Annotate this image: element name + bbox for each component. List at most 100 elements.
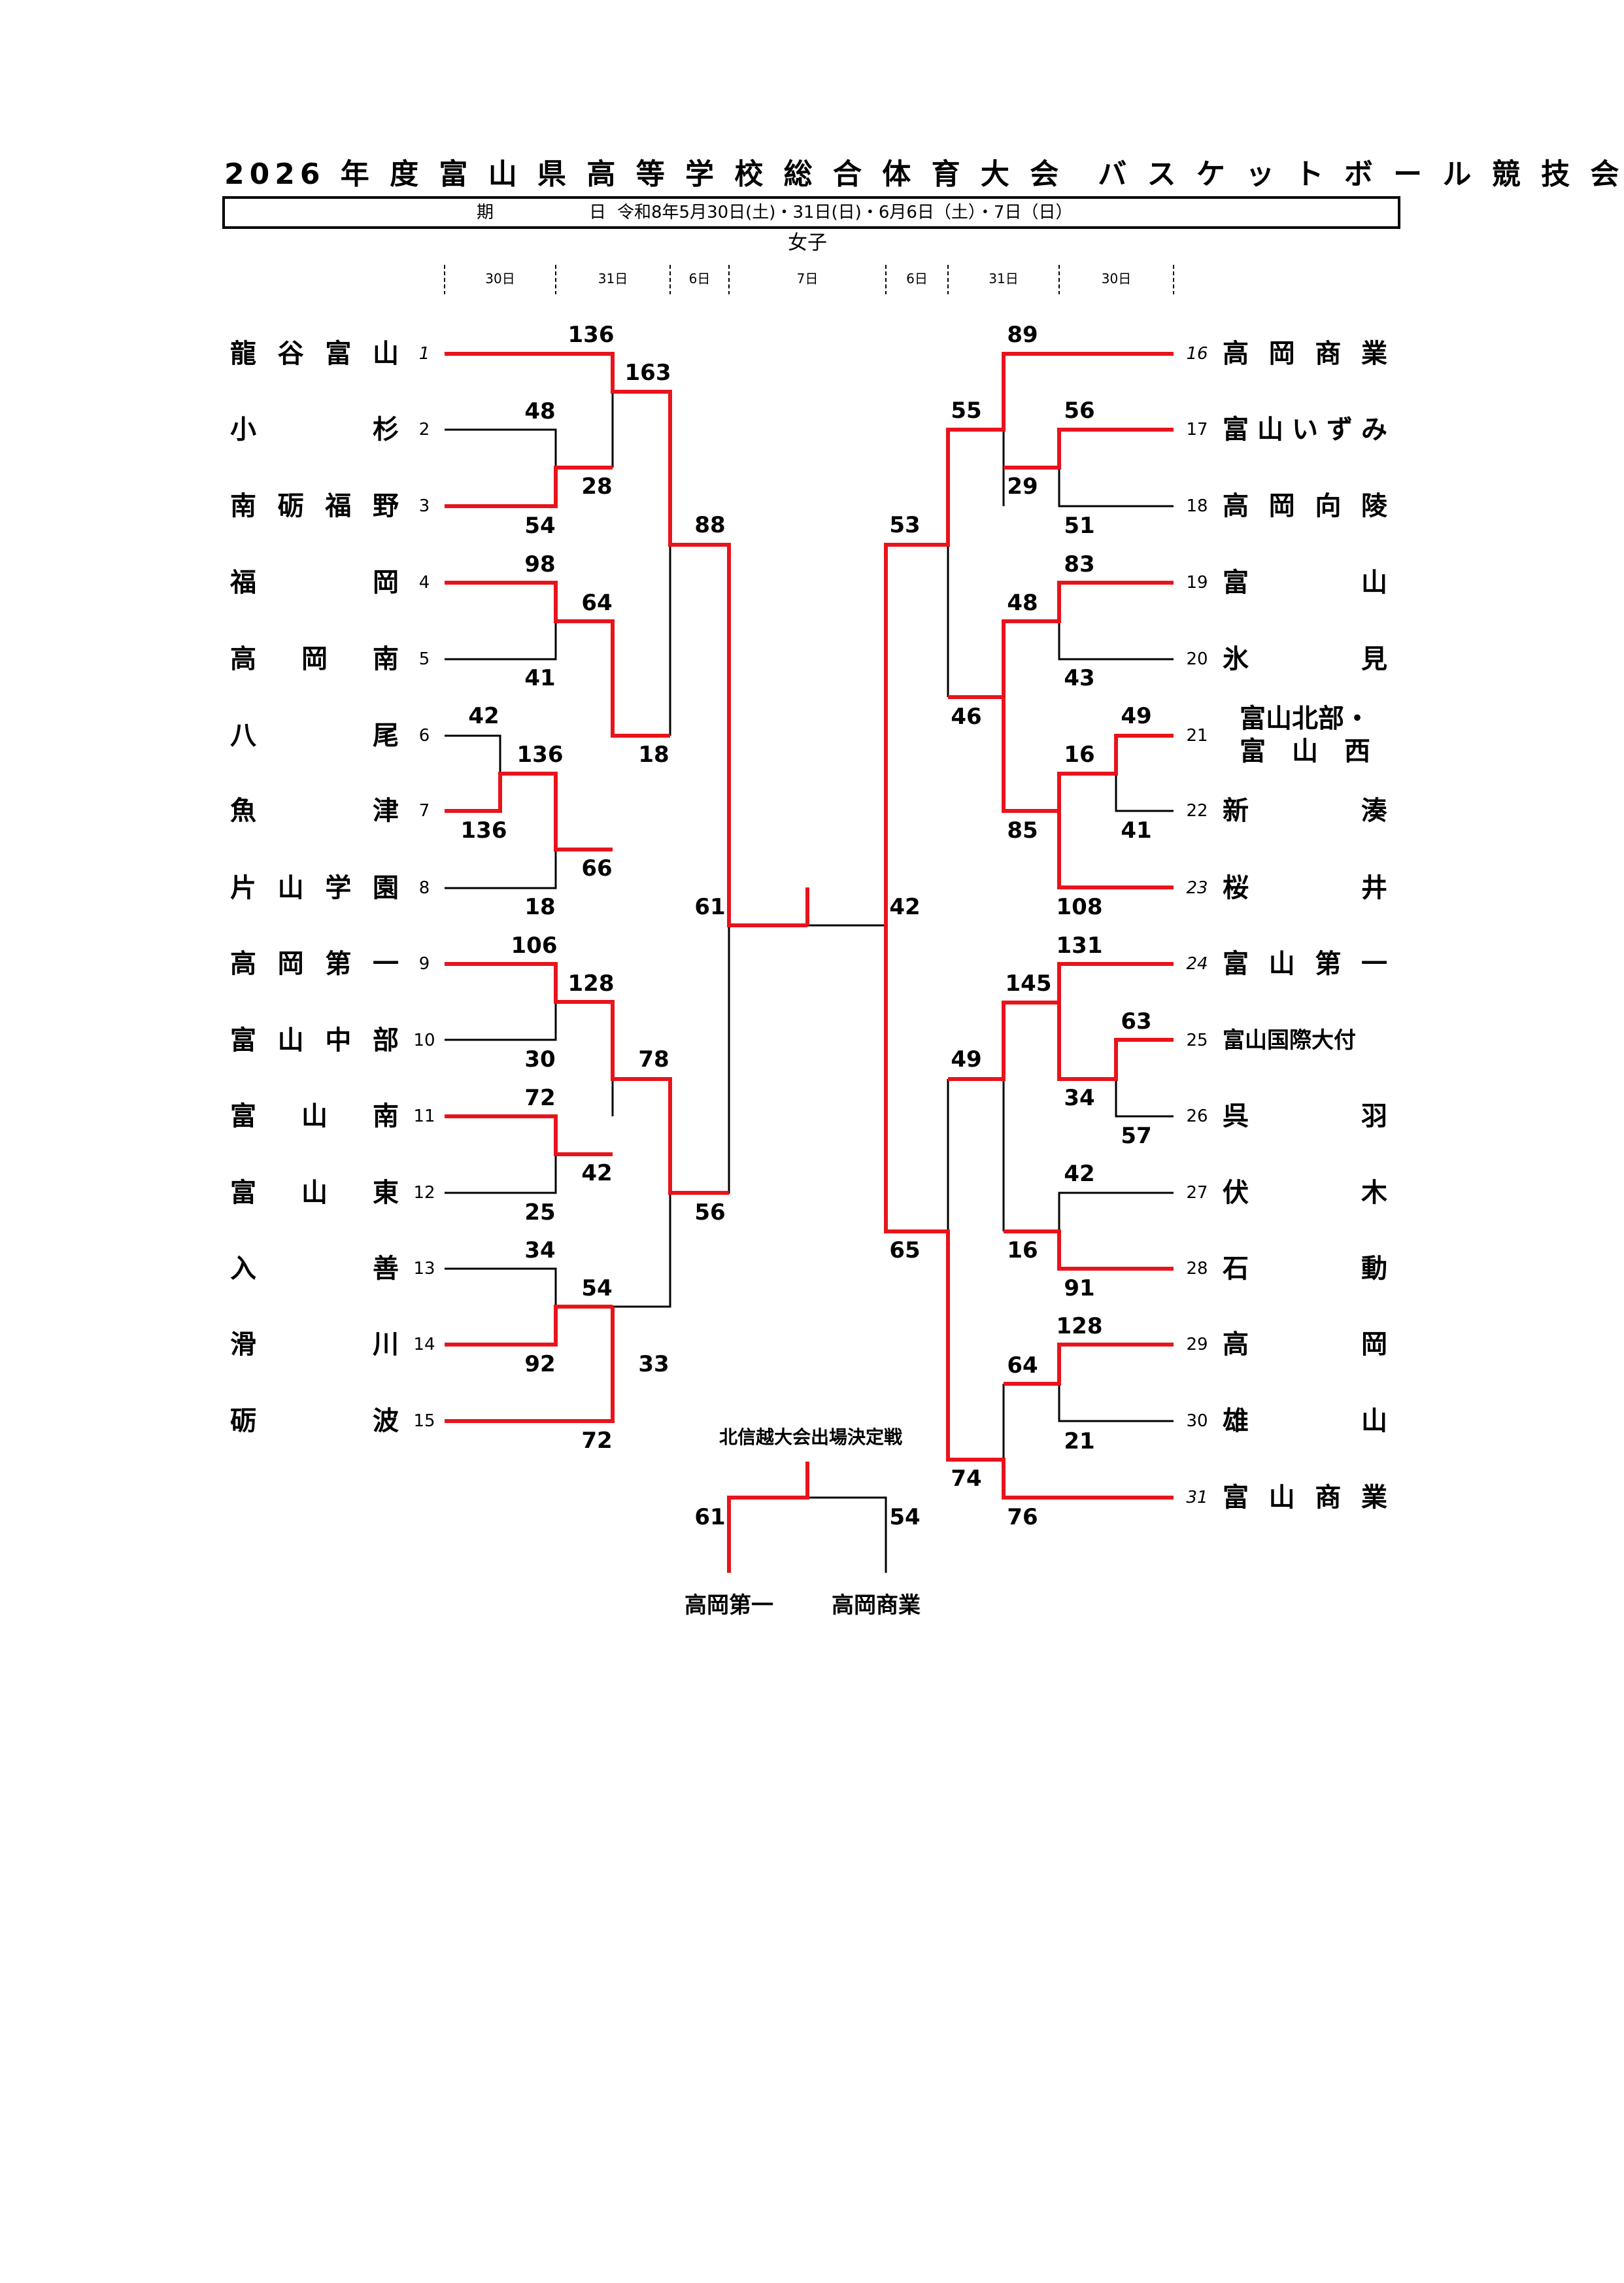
team-name: 富山東 <box>230 1178 399 1208</box>
team-name: 滑川 <box>230 1330 399 1360</box>
team-name: 伏木 <box>1223 1178 1387 1208</box>
score: 85 <box>1007 817 1038 844</box>
team-name: 片山学園 <box>230 873 399 903</box>
score: 18 <box>638 742 669 768</box>
seed-number: 20 <box>1186 649 1208 669</box>
team-name: 氷見 <box>1223 644 1387 674</box>
seed-number: 9 <box>418 954 430 974</box>
seed-number: 11 <box>413 1107 435 1126</box>
seed-number: 3 <box>418 496 430 516</box>
score: 136 <box>460 817 507 844</box>
team-name: 高岡南 <box>230 644 399 674</box>
score: 42 <box>1064 1161 1095 1187</box>
seed-number: 26 <box>1186 1107 1208 1126</box>
date-value: 令和8年5月30日(土)・31日(日)・6月6日（土）・7日（日） <box>617 203 1073 222</box>
team-name: 雄山 <box>1223 1406 1387 1436</box>
seed-number: 16 <box>1186 344 1208 364</box>
seed-number: 5 <box>418 649 430 669</box>
score: 21 <box>1064 1428 1095 1454</box>
team-name: 富山いずみ <box>1223 415 1387 445</box>
seed-number: 29 <box>1186 1335 1208 1354</box>
seed-number: 19 <box>1186 573 1208 592</box>
score: 42 <box>889 894 921 920</box>
team-name: 富山商業 <box>1223 1483 1387 1513</box>
round-header: 31日 <box>598 271 628 286</box>
score: 54 <box>524 513 556 539</box>
score: 41 <box>524 665 556 691</box>
seed-number: 21 <box>1186 726 1208 746</box>
team-name-line: 富 山 西 <box>1240 736 1370 766</box>
team-name: 高岡第一 <box>230 949 399 979</box>
team-name: 龍谷富山 <box>230 339 399 369</box>
seed-number: 14 <box>413 1335 435 1354</box>
score: 108 <box>1056 894 1103 920</box>
score: 78 <box>638 1046 669 1073</box>
seed-number: 30 <box>1186 1411 1208 1431</box>
score: 54 <box>581 1275 613 1301</box>
score: 66 <box>581 855 613 882</box>
score: 43 <box>1064 665 1095 691</box>
score: 98 <box>524 551 556 577</box>
score: 49 <box>951 1046 982 1073</box>
score: 64 <box>1007 1352 1038 1379</box>
round-header: 6日 <box>688 271 711 286</box>
seed-number: 24 <box>1186 954 1208 974</box>
seed-number: 27 <box>1186 1183 1208 1203</box>
score: 34 <box>524 1237 556 1263</box>
seed-number: 2 <box>418 420 430 439</box>
seed-number: 23 <box>1186 878 1208 898</box>
team-name: 砺波 <box>230 1406 399 1436</box>
playoff-score: 54 <box>889 1504 921 1530</box>
score: 92 <box>524 1351 556 1377</box>
seed-number: 10 <box>413 1031 435 1050</box>
seed-number: 1 <box>418 344 430 364</box>
score: 18 <box>524 894 556 920</box>
team-name: 高岡 <box>1223 1330 1387 1360</box>
score: 72 <box>581 1428 613 1454</box>
round-header: 30日 <box>485 271 515 286</box>
team-name: 八尾 <box>230 721 399 751</box>
score: 46 <box>951 704 982 730</box>
score: 33 <box>638 1351 669 1377</box>
score: 28 <box>581 473 613 500</box>
team-name: 高岡商業 <box>1223 339 1387 369</box>
seed-number: 22 <box>1186 801 1208 821</box>
score: 56 <box>1064 398 1095 424</box>
team-name: 呉羽 <box>1223 1101 1387 1131</box>
score: 88 <box>694 512 726 538</box>
score: 53 <box>889 512 921 538</box>
score: 25 <box>524 1199 556 1226</box>
team-name: 高岡向陵 <box>1223 491 1387 521</box>
seed-number: 17 <box>1186 420 1208 439</box>
team-name: 石動 <box>1223 1254 1387 1284</box>
team-name: 桜井 <box>1223 873 1387 903</box>
score: 83 <box>1064 551 1095 577</box>
score: 163 <box>624 360 671 386</box>
team-name: 魚津 <box>230 796 399 826</box>
date-label: 期 日 <box>477 203 646 222</box>
score: 64 <box>581 590 613 616</box>
playoff-team: 高岡商業 <box>832 1592 921 1619</box>
seed-number: 15 <box>413 1411 435 1431</box>
score: 65 <box>889 1237 921 1263</box>
seed-number: 25 <box>1186 1031 1208 1050</box>
team-name: 入善 <box>230 1254 399 1284</box>
playoff-team: 高岡第一 <box>685 1592 773 1619</box>
score: 91 <box>1064 1275 1095 1301</box>
round-header: 6日 <box>906 271 928 286</box>
playoff-score: 61 <box>694 1504 726 1530</box>
score: 57 <box>1121 1123 1152 1149</box>
team-name: 富山南 <box>230 1101 399 1131</box>
round-header: 30日 <box>1101 271 1132 286</box>
score: 128 <box>567 970 615 997</box>
team-name: 福岡 <box>230 568 399 598</box>
score: 55 <box>951 398 982 424</box>
score: 136 <box>567 322 615 348</box>
team-name: 富山中部 <box>230 1025 399 1056</box>
score: 131 <box>1056 933 1103 959</box>
score: 56 <box>694 1199 726 1226</box>
seed-number: 28 <box>1186 1259 1208 1279</box>
score: 72 <box>524 1085 556 1111</box>
seed-number: 8 <box>418 878 430 898</box>
score: 76 <box>1007 1504 1038 1530</box>
